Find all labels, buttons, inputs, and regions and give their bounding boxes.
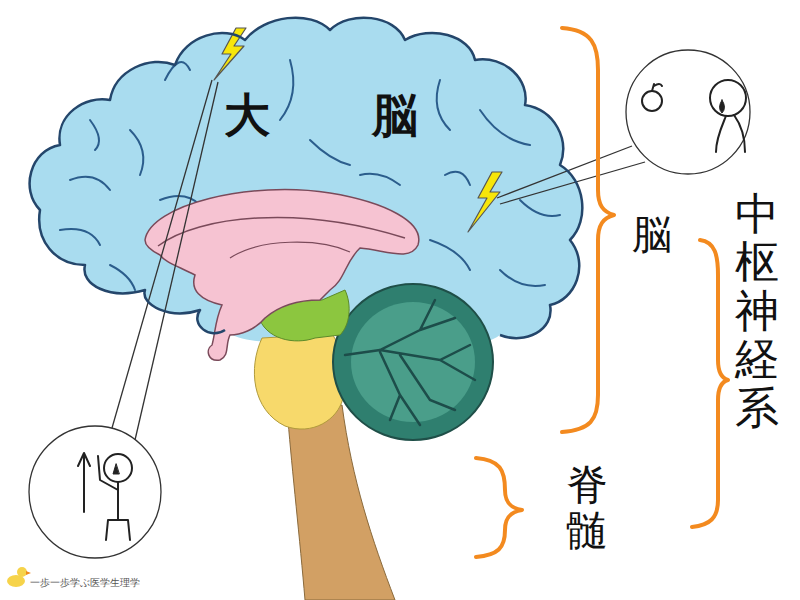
callout-bubble [112,80,212,428]
stick-figure [652,84,662,91]
callout-bubble [135,82,218,440]
sulcus-lines [165,62,190,80]
stick-figure [98,456,118,490]
sulcus-lines [60,229,100,245]
brainstem-pons [254,334,344,429]
sulcus-lines [130,130,143,175]
lightning-bolt [468,172,502,232]
watermark: 一歩一歩学ぶ医学生理学 [30,577,140,589]
stick-figure [113,464,119,474]
sulcus-lines [500,270,545,286]
duck-icon [17,567,27,577]
brainstem-pons [254,334,344,429]
label-holder: 脳 [632,210,672,258]
bracket [692,240,728,527]
stick-figure [642,91,662,111]
spinal-cord [288,405,395,600]
region-label: 大脳 [224,88,520,143]
sulcus-lines [310,140,350,165]
sulcus-lines [520,200,560,216]
duck-icon [26,571,31,575]
diencephalon [158,218,405,246]
diencephalon [145,190,419,361]
cerebellum [333,284,493,440]
vertical-label: 脊髄 [566,462,608,554]
callout-bubble [500,162,645,204]
sulcus-lines [70,177,110,190]
stick-figure [104,454,132,482]
lightning-bolt [214,28,246,80]
sulcus-lines [360,174,400,185]
vertical-label: 中枢神経系 [735,190,779,432]
label-holder: 一歩一歩学ぶ医学生理学 [30,577,140,589]
sulcus-lines [90,120,99,150]
callout-bubble [29,426,161,558]
bracket [562,28,614,432]
diencephalon [145,190,419,361]
cerebrum-outline [20,10,590,350]
stick-figure [720,100,725,113]
brain-region: 大脳 [20,10,590,350]
part-label: 脳 [632,210,672,258]
duck-icon [7,567,31,587]
sulcus-lines [445,172,470,185]
spinal-cord [288,405,395,600]
cerebellum [351,302,475,422]
stick-figure [78,453,90,512]
sulcus-lines [430,240,470,270]
label-holder: 脊髄 [566,462,608,554]
stick-figure [710,80,746,116]
sulcus-lines [110,265,135,290]
stick-figure [78,80,746,540]
diencephalon [230,242,350,258]
cerebrum-outline-path [30,18,583,338]
bracket [476,458,522,557]
cerebellum [333,284,493,440]
cerebellum [345,300,475,425]
stick-figure [716,115,745,152]
callout-bubble [626,50,750,174]
label-holder: 中枢神経系 [735,190,779,432]
callout-bubble [29,50,750,558]
